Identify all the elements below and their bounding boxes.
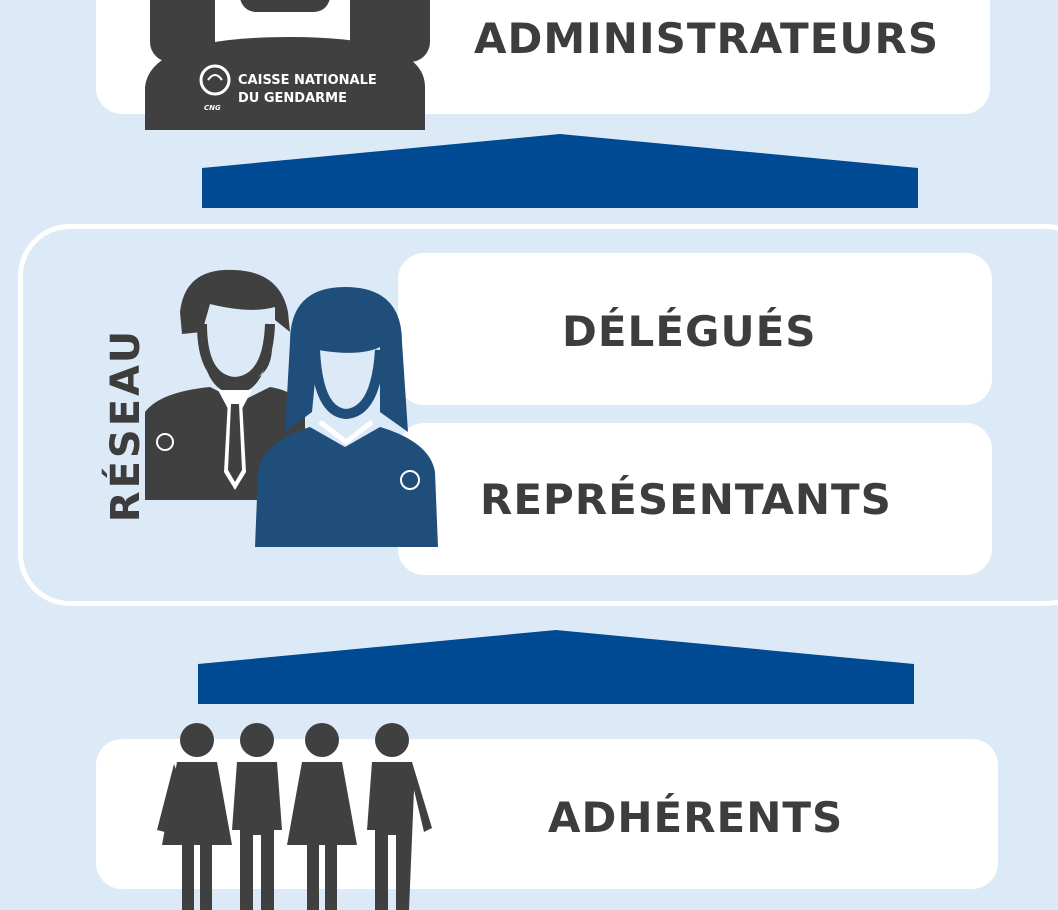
upward-arrow-icon-2 (198, 630, 914, 704)
adherents-label: ADHÉRENTS (548, 793, 844, 842)
members-group-icon (157, 723, 432, 910)
representants-card (398, 423, 992, 575)
delegues-card (398, 253, 992, 405)
logo-line2: DU GENDARME (238, 91, 347, 106)
logo-mark-text: CNG (204, 104, 221, 112)
upward-arrow-icon (202, 134, 918, 208)
administrateurs-label: ADMINISTRATEURS (474, 14, 940, 63)
delegues-label: DÉLÉGUÉS (562, 307, 817, 356)
reseau-frame (18, 224, 1058, 606)
representants-label: REPRÉSENTANTS (480, 475, 892, 524)
delegates-couple-icon (145, 269, 438, 547)
cng-logo-mark (199, 64, 231, 96)
logo-line1: CAISSE NATIONALE (238, 73, 377, 88)
board-members-icon (145, 0, 430, 130)
